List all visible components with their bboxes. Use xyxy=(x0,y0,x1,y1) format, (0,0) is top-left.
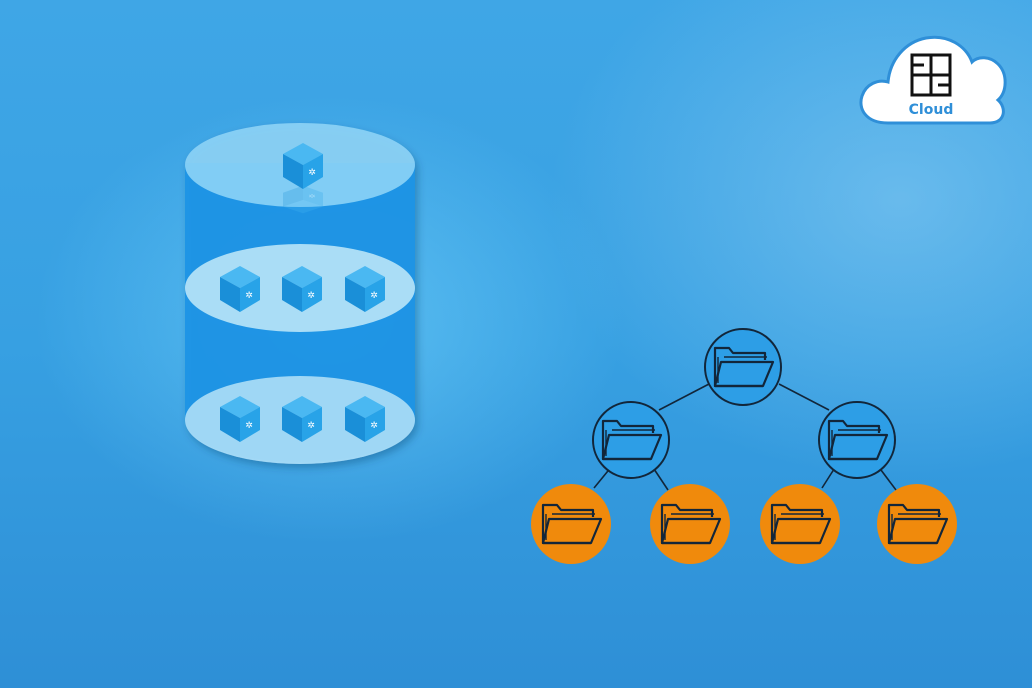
tree-leaf-node xyxy=(650,484,730,564)
cloud-icon xyxy=(859,35,1007,125)
cloud-logo: Cloud xyxy=(859,35,1007,125)
tree-child-node-right xyxy=(818,401,896,479)
folder-tree-icon xyxy=(531,328,957,564)
tree-leaf-node xyxy=(760,484,840,564)
cube-icon xyxy=(283,143,323,214)
tree-leaf-node xyxy=(877,484,957,564)
brand-mark-icon xyxy=(910,53,952,97)
tree-child-node-left xyxy=(592,401,670,479)
tree-root-node xyxy=(704,328,782,406)
logo-text: Cloud xyxy=(909,102,954,118)
tree-leaf-node xyxy=(531,484,611,564)
